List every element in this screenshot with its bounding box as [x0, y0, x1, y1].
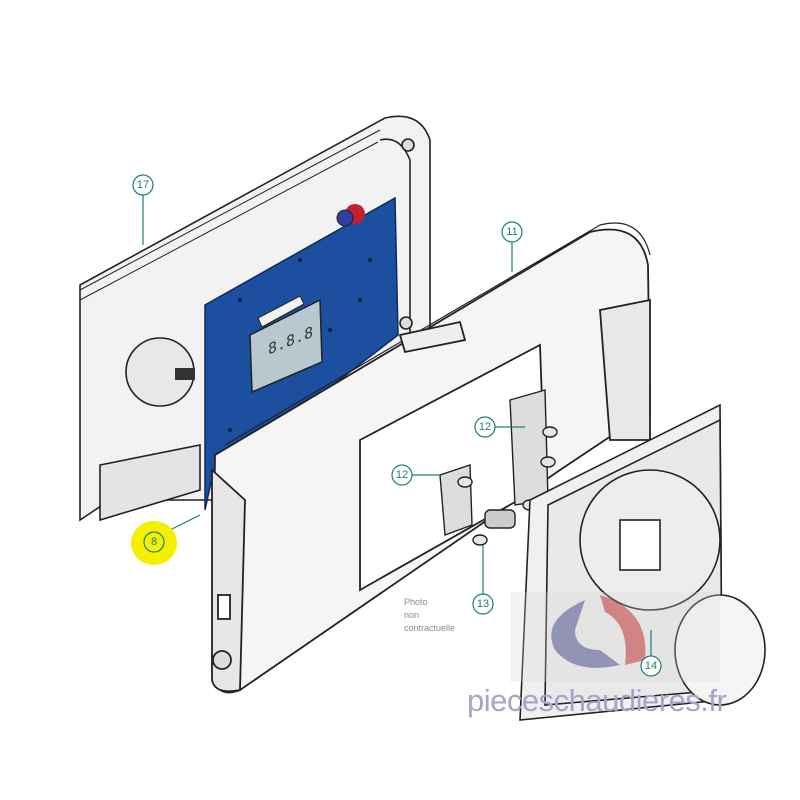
- disclaimer-note: Photo non contractuelle: [404, 596, 468, 635]
- note-line: non: [404, 610, 420, 620]
- callout-11: 11: [506, 226, 517, 238]
- callout-12-left: 12: [396, 469, 408, 481]
- callout-12-right: 12: [479, 421, 491, 433]
- callout-17: 17: [137, 179, 149, 191]
- highlight-marker: [131, 521, 177, 565]
- callout-8: 8: [151, 536, 157, 548]
- callouts: [131, 174, 662, 677]
- watermark-logo: [510, 592, 720, 682]
- front-cover: [519, 403, 766, 721]
- front-frame: [211, 222, 651, 694]
- lcd-display: 8.8.8: [249, 295, 323, 394]
- watermark-site: pieceschaudieres.fr: [467, 683, 727, 718]
- note-line: contractuelle: [404, 623, 456, 633]
- callout-14: 14: [645, 660, 657, 672]
- callout-13: 13: [477, 598, 489, 610]
- note-line: Photo: [404, 597, 428, 607]
